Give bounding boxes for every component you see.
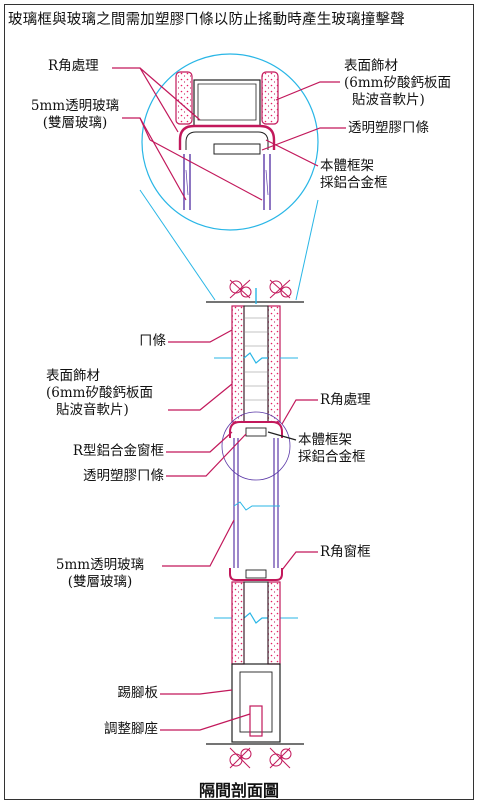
section-elevation (206, 279, 304, 769)
detail-label-r-corner: R角處理 (48, 58, 99, 74)
section-label-alu-frame: 採鋁合金框 (298, 449, 366, 465)
section-label-channel: ㄇ條 (139, 333, 166, 349)
section-leaders (160, 329, 318, 731)
detail-label-body-frame-line1: 本體框架 (320, 158, 374, 174)
section-label-r-window-frame: R角窗框 (320, 544, 371, 560)
detail-label-body-frame: 本體框架 採鋁合金框 (320, 158, 388, 192)
detail-circle (139, 53, 319, 301)
detail-label-glass-5mm-line1: 5mm透明玻璃 (30, 98, 120, 114)
detail-label-finish-line2: (6mm矽酸鈣板面 (344, 75, 451, 91)
detail-label-alu-frame: 採鋁合金框 (320, 175, 388, 191)
section-label-r-alu-window-frame: R型鋁合金窗框 (72, 443, 164, 459)
section-label-finish: 表面飾材 (6mm矽酸鈣板面 貼波音軟片) (46, 368, 153, 419)
detail-label-glass-5mm: 5mm透明玻璃 (雙層玻璃) (14, 98, 136, 132)
detail-label-finish-line3: 貼波音軟片) (352, 92, 425, 108)
drawing-title: 隔間剖面圖 (198, 781, 279, 800)
detail-label-glass-double: (雙層玻璃) (42, 115, 108, 131)
detail-label-finish-title: 表面飾材 (344, 58, 398, 74)
section-label-kickboard: 踢腳板 (117, 685, 159, 701)
section-label-finish-title: 表面飾材 (46, 368, 100, 384)
section-label-adjust-foot: 調整腳座 (104, 721, 158, 737)
section-label-r-corner: R角處理 (320, 392, 371, 408)
section-label-glass-5mm-line1: 5mm透明玻璃 (55, 557, 145, 573)
section-label-finish-line2: (6mm矽酸鈣板面 (46, 385, 153, 401)
section-label-body-frame-line1: 本體框架 (298, 432, 352, 448)
section-label-finish-line3: 貼波音軟片) (56, 402, 129, 418)
floor-anchors (229, 747, 292, 769)
detail-leaders (112, 67, 346, 201)
section-label-body-frame: 本體框架 採鋁合金框 (298, 432, 366, 466)
ceiling-anchors (229, 279, 292, 299)
section-label-pvc-channel: 透明塑膠ㄇ條 (83, 468, 164, 484)
detail-label-pvc-channel: 透明塑膠ㄇ條 (348, 120, 429, 136)
header-note: 玻璃框與玻璃之間需加塑膠ㄇ條以防止搖動時產生玻璃撞擊聲 (8, 12, 405, 28)
drawing-border (4, 4, 474, 800)
section-label-glass-double: (雙層玻璃) (67, 574, 133, 590)
detail-label-finish: 表面飾材 (6mm矽酸鈣板面 貼波音軟片) (344, 58, 451, 109)
section-label-glass-5mm: 5mm透明玻璃 (雙層玻璃) (38, 557, 162, 591)
